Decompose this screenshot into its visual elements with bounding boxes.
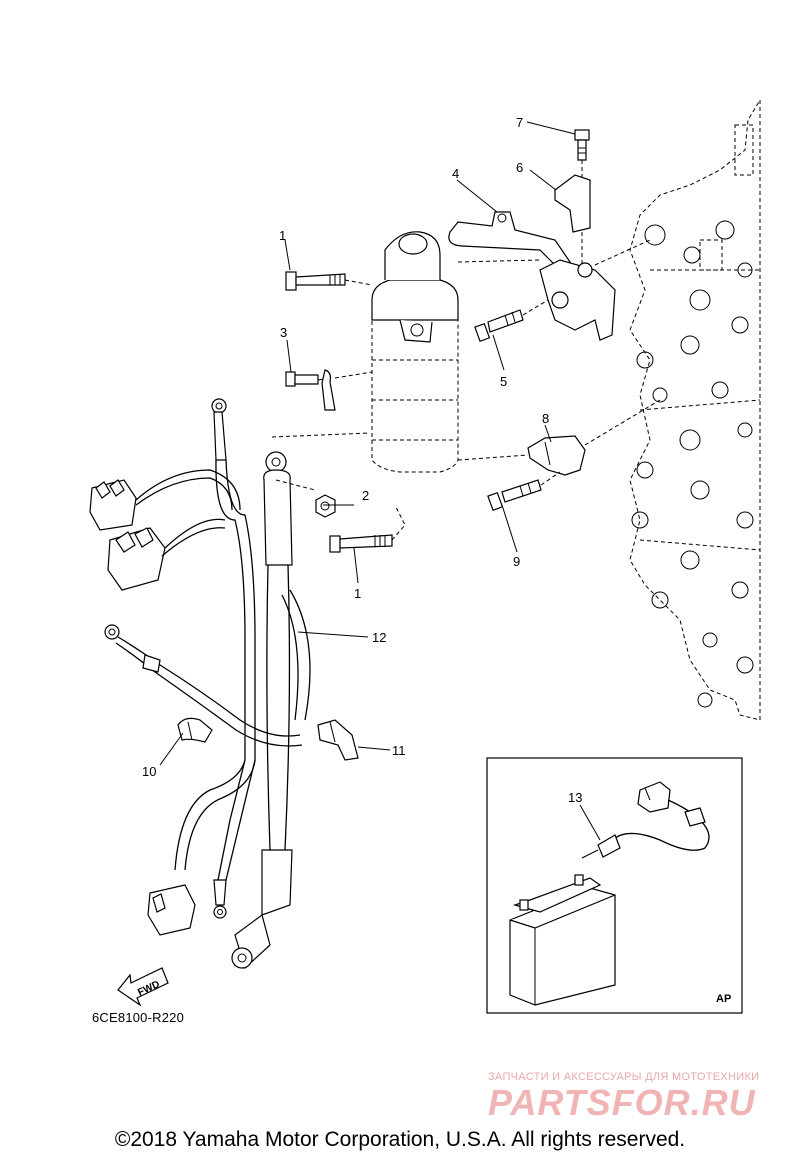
callout-leaders: [159, 121, 601, 841]
bolt-1-top: [285, 271, 373, 291]
bolt-1-bottom: [329, 504, 406, 553]
starter-bracket: [539, 239, 651, 341]
callout-13: 13: [568, 790, 582, 805]
bolt-9: [487, 471, 561, 511]
inset-label: AP: [716, 993, 732, 1005]
stay-4: [448, 211, 572, 266]
bolt-3: [285, 369, 373, 411]
holder-10: [177, 717, 213, 743]
callout-1-top: 1: [279, 228, 286, 243]
diagram-code: 6CE8100-R220: [92, 1010, 185, 1025]
watermark-tagline: ЗАПЧАСТИ И АКСЕССУАРЫ ДЛЯ МОТОТЕХНИКИ: [488, 1071, 760, 1083]
callout-1-bottom: 1: [354, 586, 361, 601]
callout-11: 11: [392, 743, 406, 758]
fwd-arrow: FWD: [117, 967, 169, 1007]
starter-motor: [371, 231, 459, 473]
holder-8: [457, 399, 661, 476]
bracket-6: [554, 174, 591, 268]
holder-11: [317, 719, 359, 761]
engine-block-outline: [629, 98, 761, 721]
bolt-5: [474, 299, 549, 342]
bolt-7: [574, 129, 590, 180]
callout-numbers: 1 2 3 4 5 6 7 8 9 10 11 12 13 1: [142, 115, 582, 805]
callout-12: 12: [372, 630, 386, 645]
callout-7: 7: [516, 115, 523, 130]
copyright-notice: ©2018 Yamaha Motor Corporation, U.S.A. A…: [114, 1128, 686, 1151]
nut-2: [315, 494, 336, 518]
callout-8: 8: [542, 411, 549, 426]
callout-6: 6: [516, 160, 523, 175]
callout-5: 5: [500, 374, 507, 389]
callout-4: 4: [452, 166, 459, 181]
callout-3: 3: [280, 325, 287, 340]
wire-harness: [89, 398, 303, 936]
callout-9: 9: [513, 554, 520, 569]
callout-10: 10: [142, 764, 156, 779]
callout-2: 2: [362, 488, 369, 503]
watermark-logo: PARTSFOR.RU: [488, 1082, 756, 1123]
inset-battery-box: [486, 757, 743, 1014]
battery-cable-12: [231, 432, 371, 970]
